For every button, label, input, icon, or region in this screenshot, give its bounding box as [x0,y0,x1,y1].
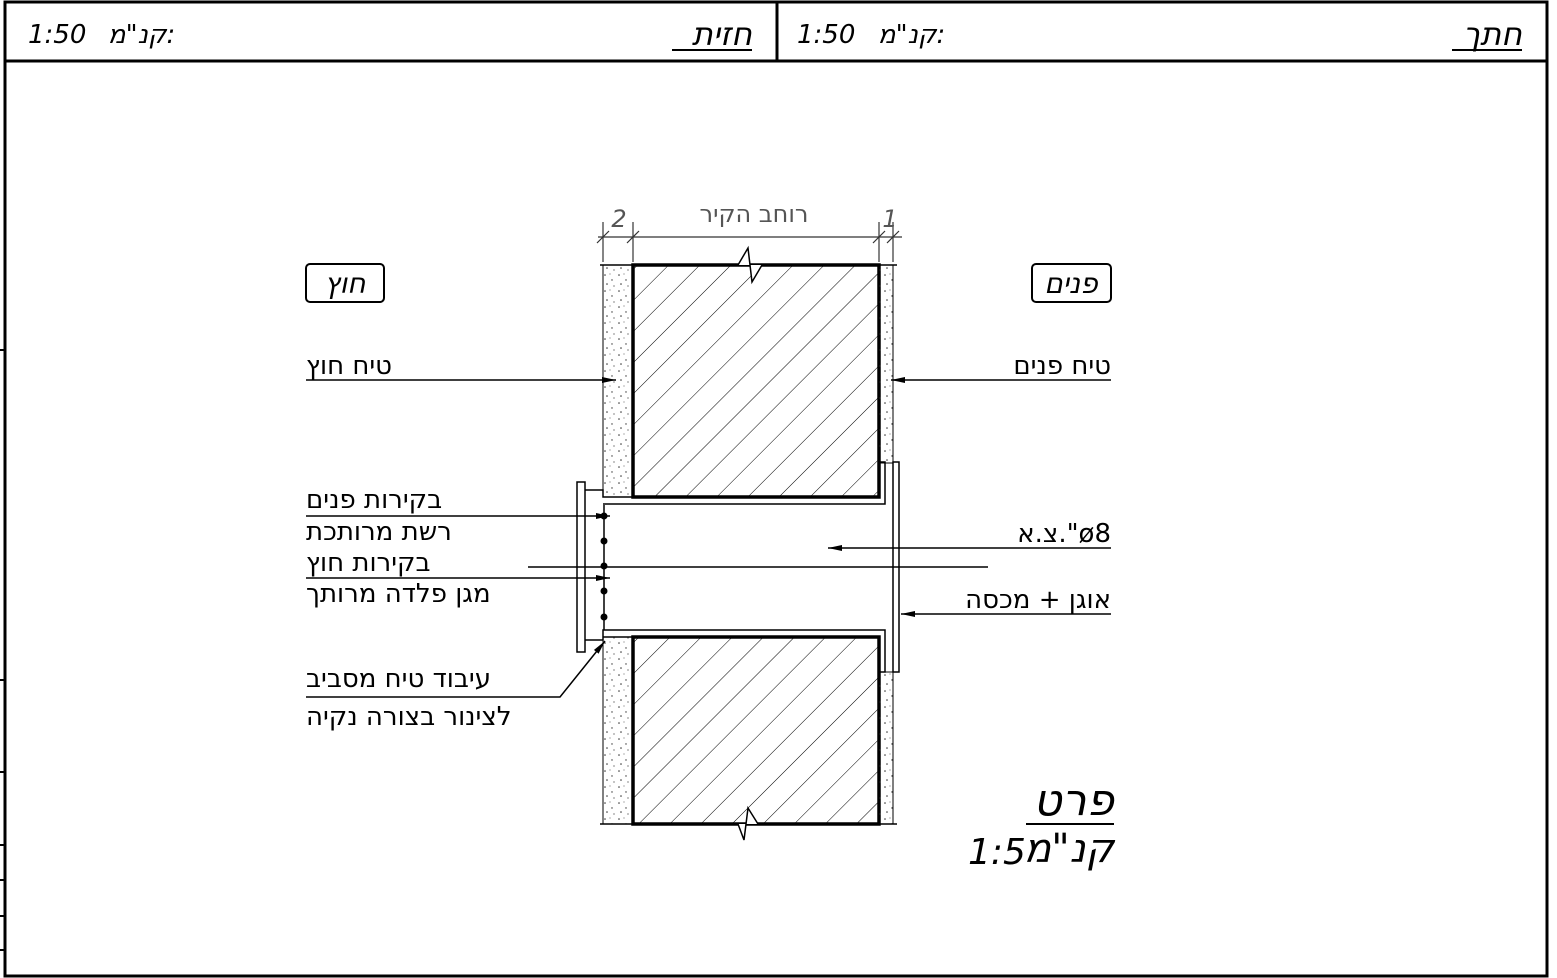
header-left-title: חזית [692,15,752,53]
label-mesh-line1: בקירות פנים [306,485,442,515]
detail-scale-label: קנ"מ [1024,826,1116,872]
label-finish-line2: לצינור בצורה נקיה [306,702,512,732]
side-tag-outside: חוץ [305,263,385,303]
interior-plaster-upper [878,264,894,464]
label-shield-line1: בקירות חוץ [306,548,431,578]
wall-lower [602,635,894,826]
dimension-line [596,222,902,262]
exterior-plaster-upper [602,264,634,498]
header-left: 1:50 קנ"מ: חזית [28,15,752,53]
interior-plaster-lower [878,671,894,825]
header-right-scale-label: קנ"מ: [878,20,945,50]
label-shield-line2: מגן פלדה מרותך [306,579,491,609]
header-right: 1:50 קנ"מ: חתך [797,15,1522,53]
dimension-middle: רוחב הקיר [700,200,809,228]
leaders-right [828,377,1111,617]
side-tag-inside: פנים [1031,263,1112,303]
header-right-scale-value: 1:50 [797,20,855,50]
dimension-right: 1 [882,205,897,233]
side-tag-inside-text: פנים [1044,267,1099,300]
label-exterior-plaster: טיח חוץ [306,351,392,381]
label-mesh-line2: רשת מרותכת [306,517,452,547]
break-lines [600,245,897,841]
dimension-left: 2 [611,205,626,233]
exterior-plaster-lower [602,636,634,825]
header-right-title: חתך [1463,15,1522,53]
wall-upper [602,263,894,499]
detail-title-block: פרט קנ"מ 1:5 [968,775,1116,873]
leaders-left [306,377,616,698]
label-interior-plaster: טיח פנים [1013,351,1111,381]
label-finish-line1: עיבוד טיח מסביב [306,664,491,694]
label-pipe: צ.א."ø8 [1017,519,1111,549]
header-left-scale-value: 1:50 [28,20,86,50]
label-flange: אוגן + מכסה [965,585,1111,615]
detail-scale-value: 1:5 [968,832,1026,873]
masonry-lower [631,635,881,826]
header-left-scale-label: קנ"מ: [108,20,175,50]
detail-title: פרט [1033,775,1115,826]
masonry-upper [631,263,881,499]
side-tag-outside-text: חוץ [324,267,366,300]
